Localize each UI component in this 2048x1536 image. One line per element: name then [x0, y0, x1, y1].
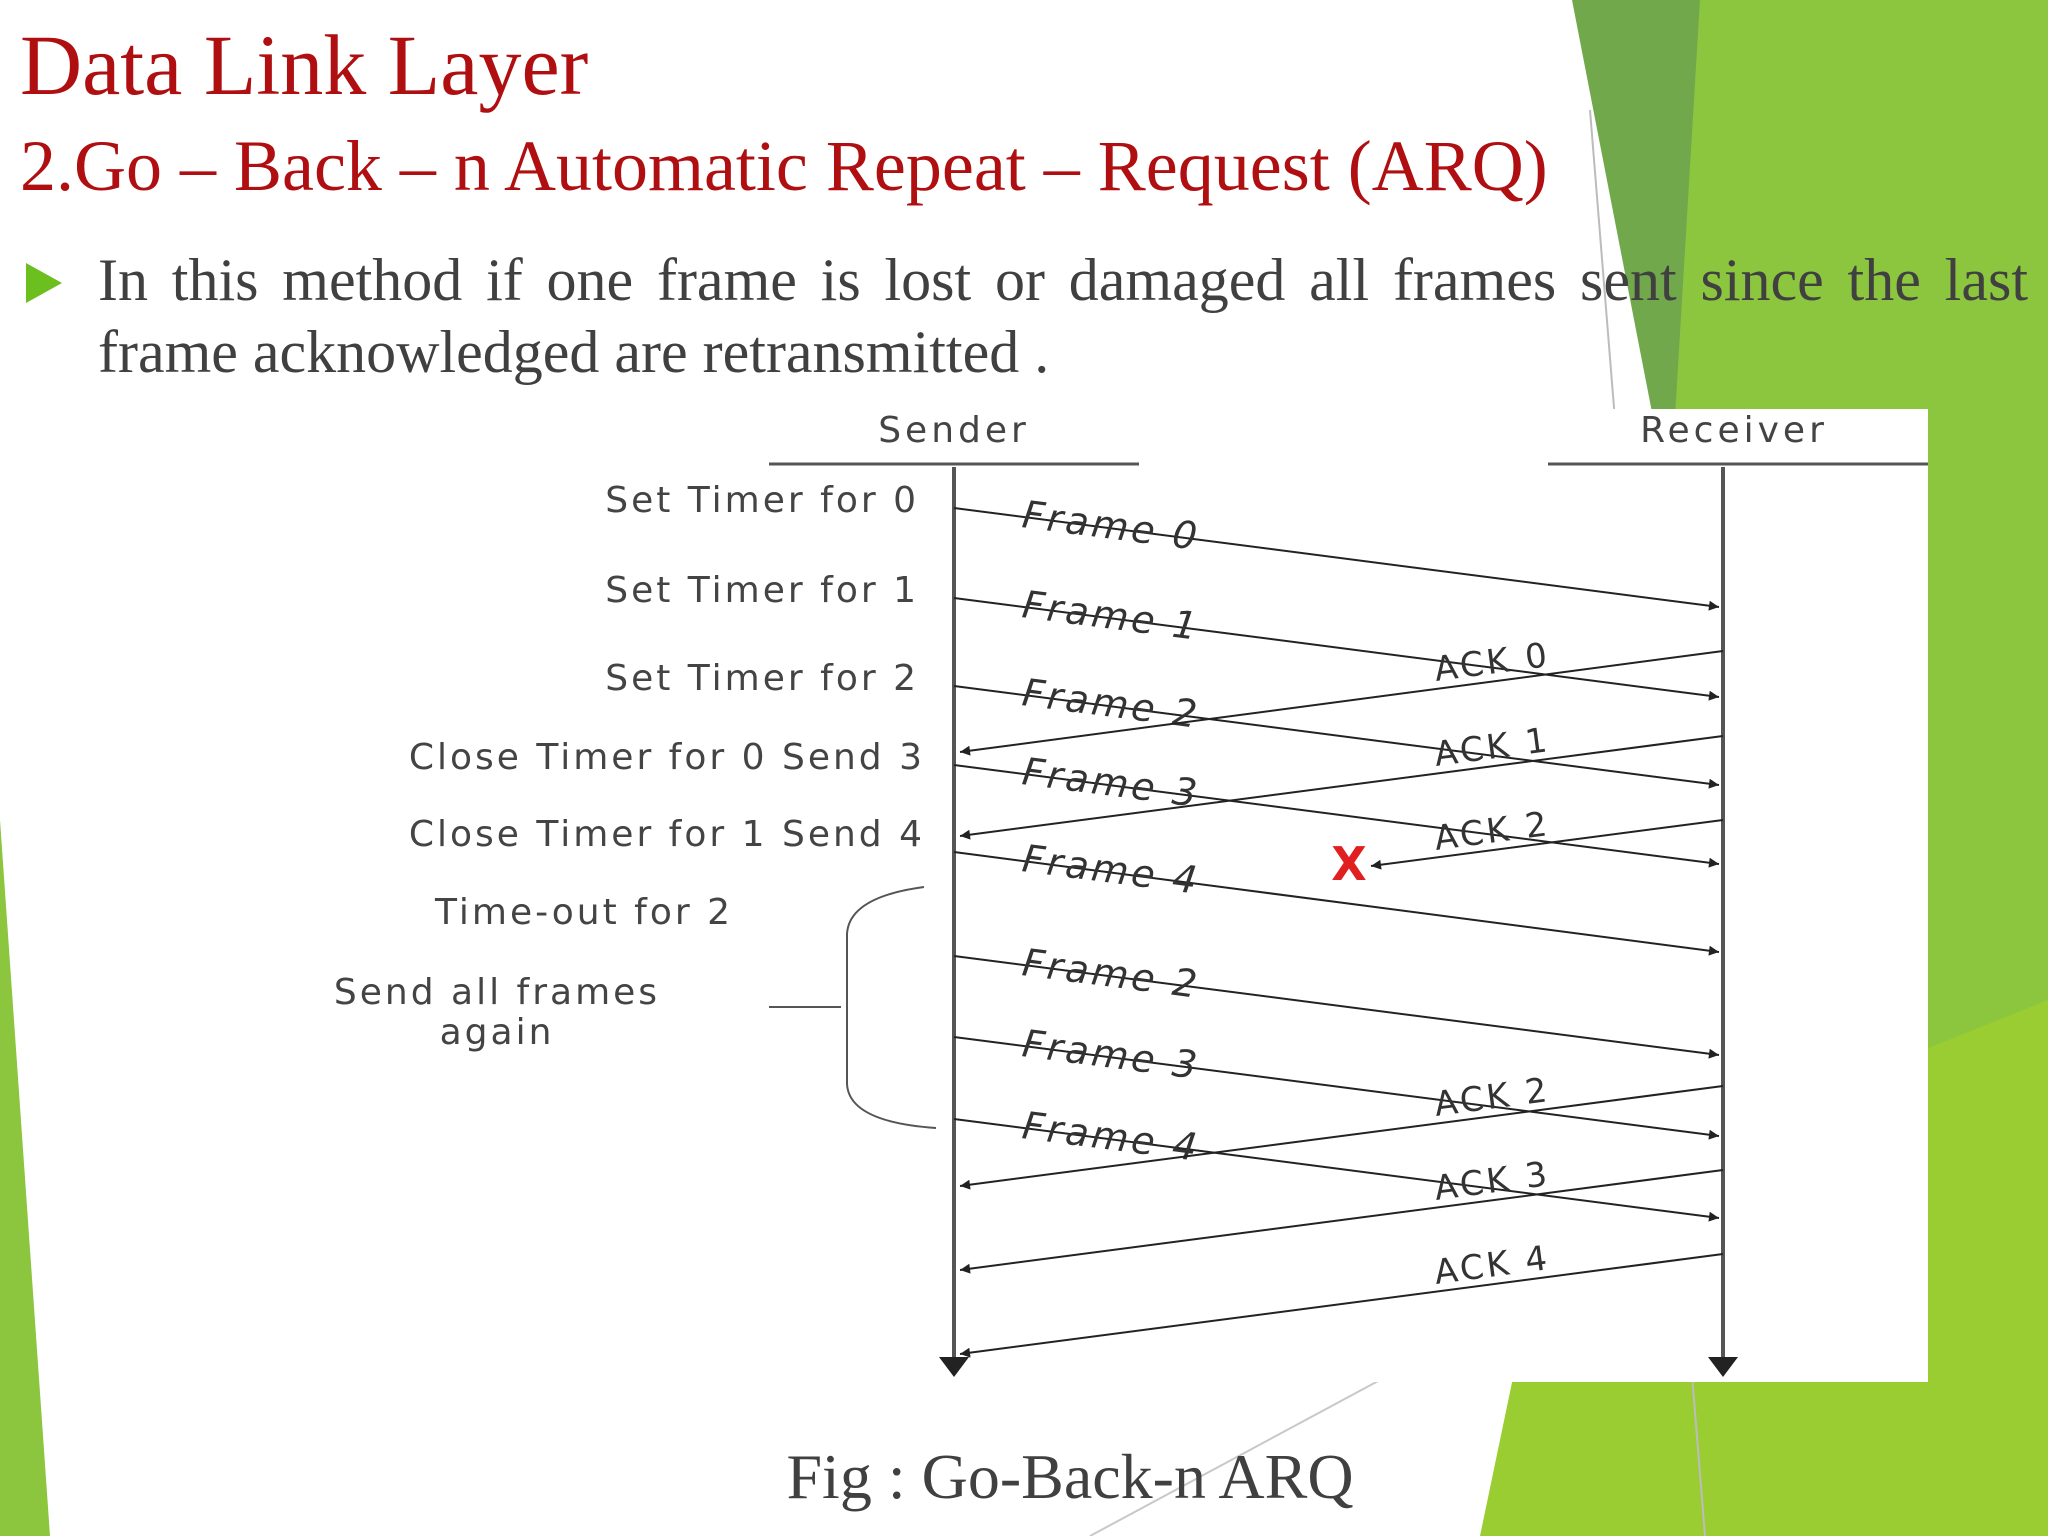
ack-1-arrow	[959, 735, 1724, 840]
diagram-panel: Sender Receiver Set Timer for 0 Set Time…	[51, 409, 1928, 1382]
frame-1-label: Frame 1	[1020, 582, 1203, 649]
ack-2-lost-message: ACK 2 X	[1331, 804, 1724, 891]
frame-4-resend-label: Frame 4	[1020, 1103, 1203, 1170]
frame-2-resend-label: Frame 2	[1020, 940, 1203, 1007]
ack-4-label: ACK 4	[1432, 1238, 1552, 1293]
sender-event-close-timer-0: Close Timer for 0 Send 3	[409, 737, 925, 778]
resend-note-line-2: again	[440, 1012, 555, 1053]
frame-2-label: Frame 2	[1020, 670, 1203, 737]
ack-3-arrow	[959, 1169, 1724, 1274]
frame-0-arrow	[953, 507, 1720, 611]
resend-note-line-1: Send all frames	[334, 972, 660, 1013]
sender-event-set-timer-2: Set Timer for 2	[605, 658, 919, 699]
resend-bracket	[846, 886, 937, 1129]
ack-2-lost-arrow	[1370, 819, 1724, 870]
frame-4-resend-arrow	[953, 1118, 1720, 1222]
ack-2-repeat-arrow	[959, 1085, 1724, 1190]
frame-2-arrow	[953, 685, 1720, 789]
bullet-text: In this method if one frame is lost or d…	[98, 247, 2028, 385]
frame-0-label: Frame 0	[1020, 492, 1203, 559]
ack-1-label: ACK 1	[1432, 720, 1552, 775]
bullet-arrow-icon	[26, 263, 62, 303]
ack-0-arrow	[959, 650, 1724, 756]
sender-event-set-timer-0: Set Timer for 0	[605, 480, 919, 521]
ack-3-label: ACK 3	[1432, 1154, 1552, 1209]
ack-4-arrow	[959, 1253, 1724, 1358]
frame-3-label: Frame 3	[1020, 749, 1203, 816]
sender-event-timeout-2: Time-out for 2	[434, 892, 733, 933]
frame-2-resend-arrow	[953, 955, 1720, 1059]
frame-3-resend-label: Frame 3	[1020, 1021, 1203, 1088]
ack-0-label: ACK 0	[1432, 635, 1552, 690]
figure-caption: Fig : Go-Back-n ARQ	[786, 1441, 1354, 1512]
go-back-n-diagram: Sender Receiver Set Timer for 0 Set Time…	[334, 410, 1928, 1377]
ack-2-repeat-label: ACK 2	[1432, 1070, 1552, 1125]
background-accent-line-bottom	[1089, 1379, 1381, 1536]
frame-4-label: Frame 4	[1020, 836, 1203, 903]
slide-subtitle: 2.Go – Back – n Automatic Repeat – Reque…	[20, 126, 1548, 206]
receiver-label: Receiver	[1640, 410, 1828, 451]
frame-3-resend-arrow	[953, 1036, 1720, 1140]
ack-2-lost-label: ACK 2	[1432, 804, 1552, 859]
frame-1-arrow	[953, 597, 1720, 701]
frame-4-arrow	[953, 851, 1720, 956]
lost-ack-x-icon: X	[1331, 837, 1366, 891]
sender-event-close-timer-1: Close Timer for 1 Send 4	[409, 814, 925, 855]
sender-label: Sender	[878, 410, 1030, 451]
slide-title: Data Link Layer	[20, 17, 589, 113]
background-left-shape	[0, 820, 50, 1536]
sender-event-set-timer-1: Set Timer for 1	[605, 570, 919, 611]
frame-3-arrow	[953, 764, 1720, 868]
receiver-timeline-arrow	[1708, 1357, 1738, 1377]
sender-timeline-arrow	[939, 1357, 969, 1377]
